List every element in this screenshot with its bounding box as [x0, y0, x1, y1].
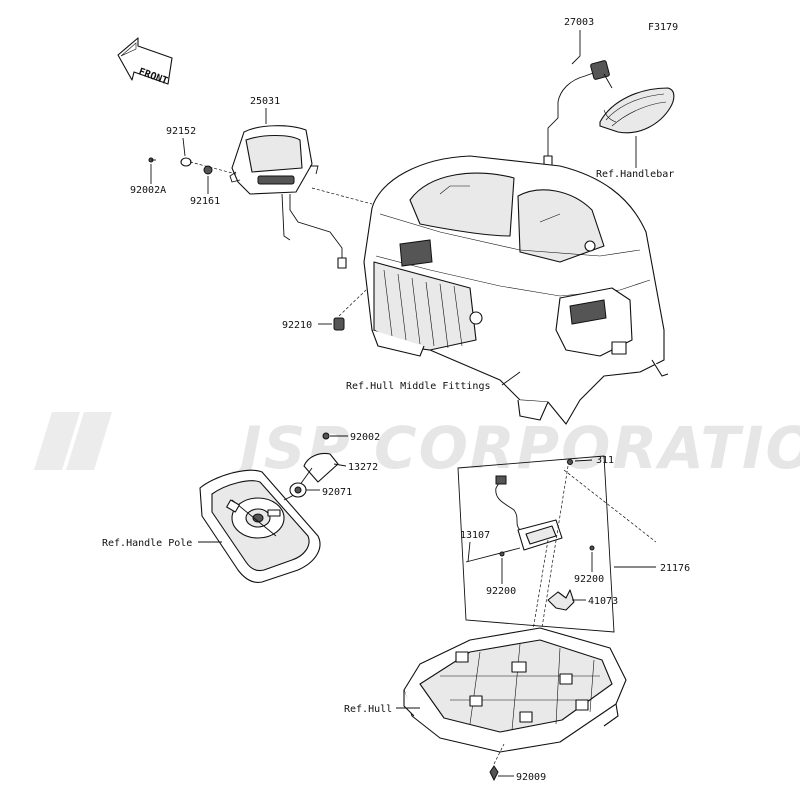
switch-13272-part	[283, 452, 339, 501]
ref-handlebar: Ref.Handlebar	[596, 169, 674, 180]
leader-27003	[571, 30, 581, 65]
assembly-line-meter-hull	[311, 187, 373, 205]
label-13272: 13272	[348, 462, 378, 473]
leader-ref-hull-middle	[501, 371, 521, 386]
clip-92210-part	[333, 317, 345, 331]
leader-311	[574, 459, 593, 462]
ref-hull: Ref.Hull	[344, 704, 392, 715]
sensor-13107-part	[465, 475, 563, 563]
bolt-92002a-part	[148, 157, 156, 163]
diagram-code: F3179	[648, 22, 678, 33]
hull-middle-fittings-part	[363, 155, 669, 425]
leader-13107	[467, 541, 471, 563]
screw-92200b-part	[589, 545, 595, 551]
label-27003: 27003	[564, 17, 594, 28]
screw-92200a-part	[499, 551, 505, 557]
assembly-line-92210	[338, 289, 367, 317]
label-92200-b: 92200	[574, 574, 604, 585]
label-25031: 25031	[250, 96, 280, 107]
label-92002: 92002	[350, 432, 380, 443]
grommet-92071-part	[289, 482, 307, 498]
label-13107: 13107	[460, 530, 490, 541]
handlebar-cover-part	[599, 87, 675, 134]
label-92071: 92071	[322, 487, 352, 498]
clip-41073-part	[547, 589, 575, 611]
label-311: 311	[596, 455, 614, 466]
assembly-line-311	[539, 465, 569, 641]
handle-pole-plate-part	[199, 469, 321, 583]
harness-27003-part	[543, 60, 613, 167]
hull-part	[403, 627, 627, 753]
label-92009: 92009	[516, 772, 546, 783]
assembly-line-21176	[563, 469, 657, 543]
ref-handle-pole: Ref.Handle Pole	[102, 538, 192, 549]
front-arrow-icon: FRONT	[117, 37, 173, 87]
meter-25031-part	[229, 125, 347, 269]
assembly-line-meter	[189, 161, 237, 175]
label-92002a: 92002A	[130, 185, 166, 196]
bracket-assembly-21176-box	[457, 455, 615, 633]
grommet-92161-part	[203, 165, 213, 175]
label-21176: 21176	[660, 563, 690, 574]
label-92210: 92210	[282, 320, 312, 331]
washer-92152-part	[180, 157, 192, 167]
leader-13272	[333, 463, 347, 467]
assembly-line-92009	[493, 743, 505, 765]
leader-92152	[182, 137, 186, 157]
ref-hull-middle-fittings: Ref.Hull Middle Fittings	[346, 381, 491, 392]
label-41073: 41073	[588, 596, 618, 607]
label-92152: 92152	[166, 126, 196, 137]
label-92161: 92161	[190, 196, 220, 207]
screw-92002-part	[322, 432, 330, 440]
label-92200-a: 92200	[486, 586, 516, 597]
watermark: JSP CORPORATION	[34, 412, 800, 482]
screw-92009-part	[489, 765, 499, 782]
clip-311-part	[567, 459, 573, 465]
